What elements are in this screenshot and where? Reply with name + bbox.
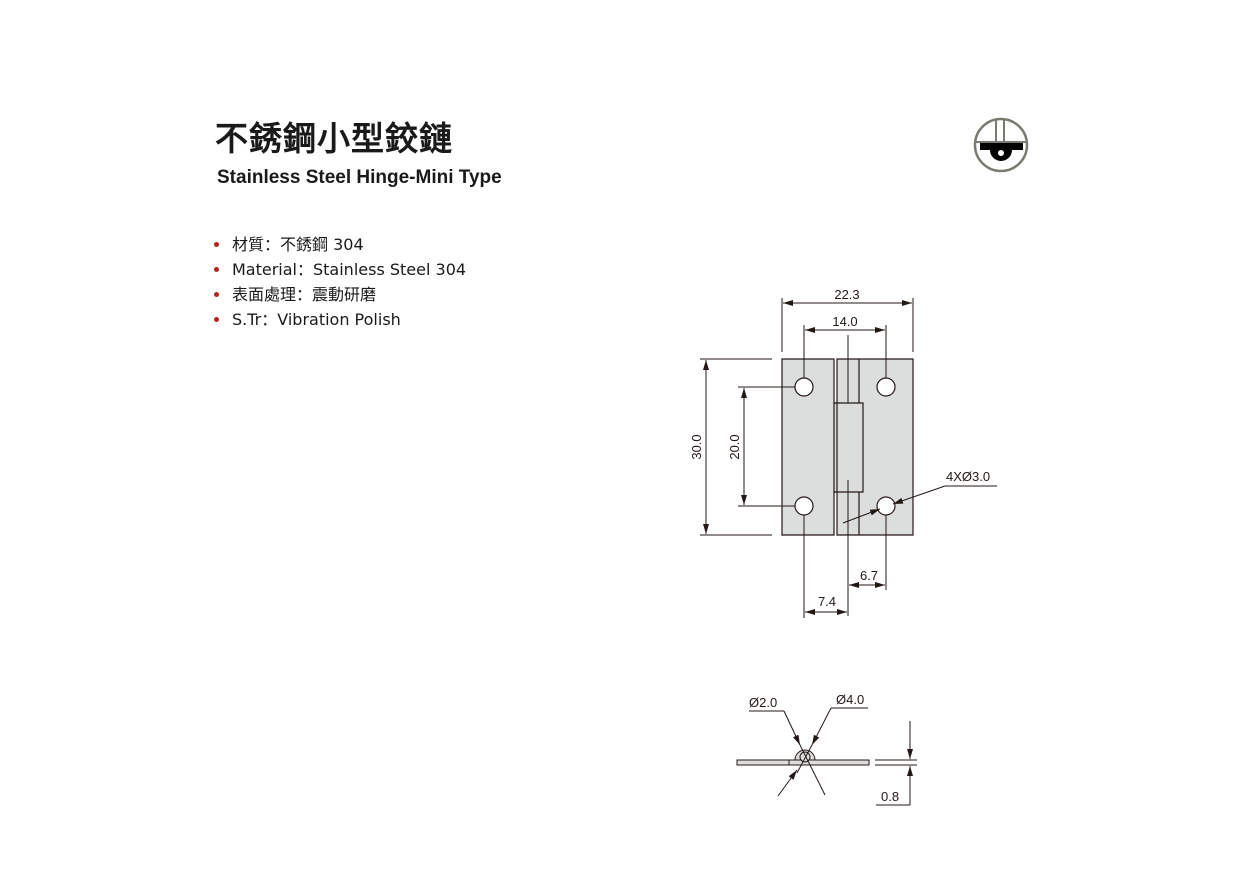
bullet-icon [214,292,219,297]
dim-thickness: 0.8 [881,789,899,804]
bullet-icon [214,317,219,322]
dim-holes: 4XØ3.0 [946,469,990,484]
dim-right-offset: 6.7 [860,568,878,583]
spec-material-en: Material：Stainless Steel 304 [232,260,467,279]
spec-item: S.Tr：Vibration Polish [214,307,466,332]
spec-material-zh: 材質：不銹鋼 304 [232,235,364,254]
dim-overall-width: 22.3 [834,287,859,302]
hinge-front-view [781,335,914,616]
bullet-icon [214,242,219,247]
dim-knuckle-diameter: Ø4.0 [836,692,864,707]
page-title-chinese: 不銹鋼小型鉸鏈 [215,119,453,158]
mount-type-symbol-icon [973,117,1029,173]
dim-pin-diameter: Ø2.0 [749,695,777,710]
bullet-icon [214,267,219,272]
spec-finish-en: S.Tr：Vibration Polish [232,310,401,329]
dim-hole-spacing-x: 14.0 [832,314,857,329]
spec-item: Material：Stainless Steel 304 [214,257,466,282]
dim-hole-spacing-y: 20.0 [727,434,742,459]
page-title-english: Stainless Steel Hinge-Mini Type [217,167,502,188]
spec-list: 材質：不銹鋼 304 Material：Stainless Steel 304 … [214,232,466,332]
spec-item: 表面處理：震動研磨 [214,282,466,307]
front-view-dimensions [700,298,997,618]
dim-height: 30.0 [689,434,704,459]
spec-finish-zh: 表面處理：震動研磨 [232,285,377,304]
dim-left-offset: 7.4 [818,594,836,609]
spec-item: 材質：不銹鋼 304 [214,232,466,257]
side-view-dimensions [749,707,917,806]
